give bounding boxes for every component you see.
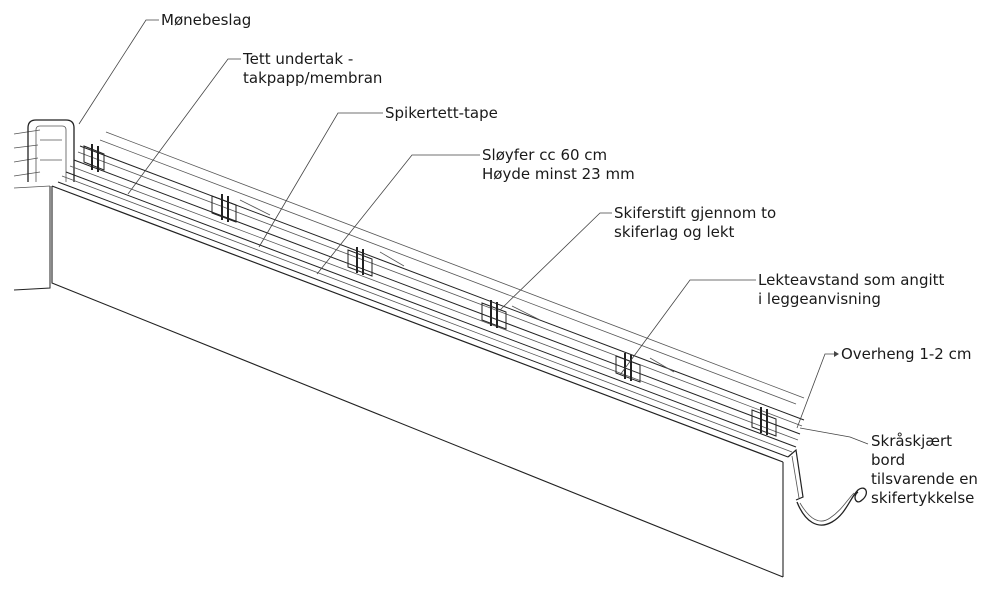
label-ridge-flashing: Mønebeslag (161, 11, 252, 29)
label-underlay-line2: takpapp/membran (243, 69, 383, 87)
ridge-flashing-shape (27, 119, 75, 182)
end-wall (13, 129, 51, 291)
batten-1 (83, 144, 105, 172)
front-wall (51, 186, 784, 578)
gutter-shape (796, 487, 868, 526)
batten-3 (347, 247, 373, 277)
label-lath-spacing-line2: i leggeanvisning (758, 290, 881, 308)
eave-detail (787, 448, 804, 501)
label-bevel-board-line1: Skråskjært (871, 432, 953, 450)
label-overhang: Overheng 1-2 cm (841, 345, 972, 363)
batten-blocks (83, 144, 777, 437)
batten-6 (751, 407, 777, 437)
roof-layers (51, 131, 805, 463)
batten-2 (211, 194, 237, 223)
label-battens-line1: Sløyfer cc 60 cm (482, 146, 608, 164)
leader-lines (78, 19, 869, 445)
label-bevel-board-line4: skifertykkelse (871, 489, 975, 507)
label-nail-tape: Spikertett-tape (385, 104, 498, 122)
label-slate-nail-line1: Skiferstift gjennom to (614, 204, 777, 222)
label-underlay-line1: Tett undertak - (243, 50, 354, 68)
label-bevel-board-line3: tilsvarende en (871, 470, 978, 488)
batten-4 (481, 300, 507, 330)
label-battens-line2: Høyde minst 23 mm (482, 165, 635, 183)
batten-5 (615, 353, 641, 383)
label-slate-nail-line2: skiferlag og lekt (614, 223, 735, 241)
label-lath-spacing-line1: Lekteavstand som angitt (758, 271, 945, 289)
label-bevel-board-line2: bord (871, 451, 906, 469)
